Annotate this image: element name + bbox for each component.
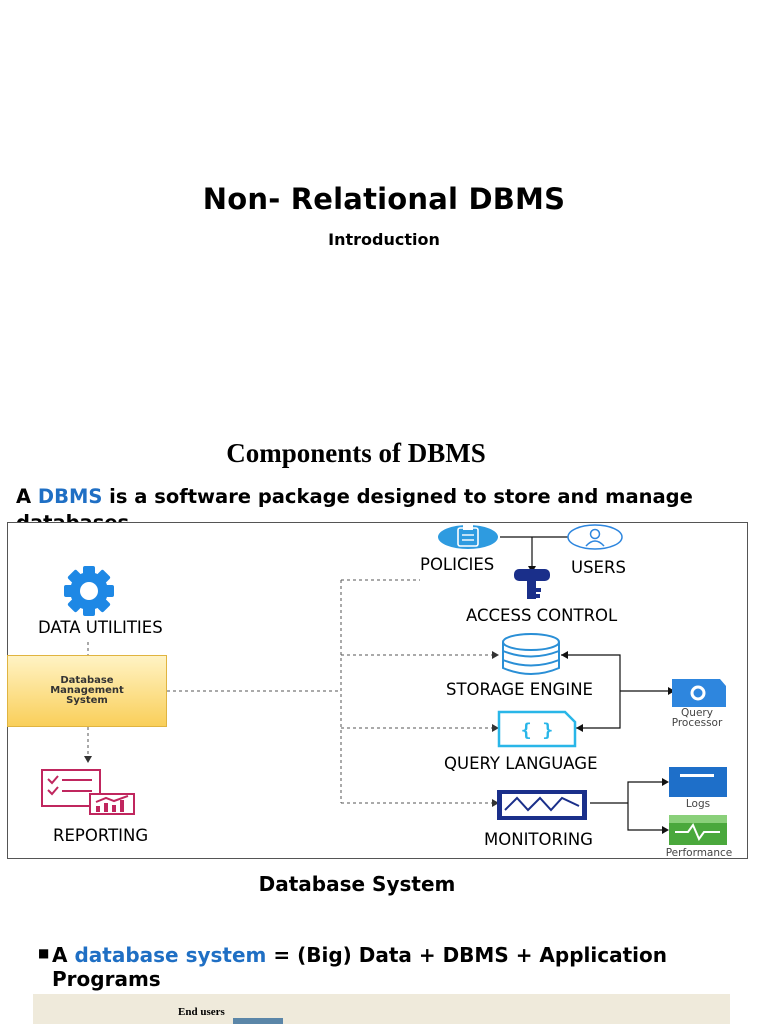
- query-processor-icon: [672, 679, 726, 707]
- slide-title: Non- Relational DBMS: [202, 182, 566, 216]
- users-label: USERS: [571, 558, 626, 577]
- database-system-highlight: database system: [74, 943, 267, 967]
- slide-subtitle: Introduction: [328, 230, 440, 249]
- query-processor-label: Query Processor: [671, 707, 723, 729]
- performance-icon: [669, 815, 727, 845]
- database-icon: [502, 633, 560, 675]
- query-language-label: QUERY LANGUAGE: [444, 754, 598, 773]
- database-system-figure: [33, 994, 730, 1024]
- report-icon: [41, 769, 135, 815]
- dashed-connectors: [87, 579, 492, 804]
- user-icon: [567, 524, 623, 550]
- svg-text:{ }: { }: [521, 720, 554, 741]
- logs-label: Logs: [685, 798, 711, 810]
- end-users-label: End users: [178, 1006, 225, 1018]
- performance-label: Performance: [665, 847, 733, 859]
- components-title: Components of DBMS: [226, 438, 486, 468]
- logs-icon: [669, 767, 727, 797]
- storage-engine-label: STORAGE ENGINE: [446, 680, 593, 699]
- clipboard-icon: [438, 525, 498, 549]
- database-system-title: Database System: [258, 872, 456, 896]
- dbms-highlight: DBMS: [37, 485, 103, 508]
- code-icon: { }: [497, 710, 577, 748]
- arrowheads: [84, 651, 499, 807]
- bullet-marker: ■: [38, 946, 50, 960]
- solid-connectors: [500, 536, 668, 831]
- terminal-graphic: [233, 1018, 283, 1024]
- policies-label: POLICIES: [420, 555, 495, 574]
- key-icon: [514, 569, 550, 599]
- data-utilities-label: DATA UTILITIES: [38, 618, 163, 637]
- monitoring-label: MONITORING: [484, 830, 593, 849]
- reporting-label: REPORTING: [53, 826, 149, 845]
- gear-icon: [64, 566, 114, 616]
- monitor-icon: [497, 790, 587, 820]
- access-control-label: ACCESS CONTROL: [466, 606, 618, 625]
- dbms-box: Database Management System: [7, 655, 167, 727]
